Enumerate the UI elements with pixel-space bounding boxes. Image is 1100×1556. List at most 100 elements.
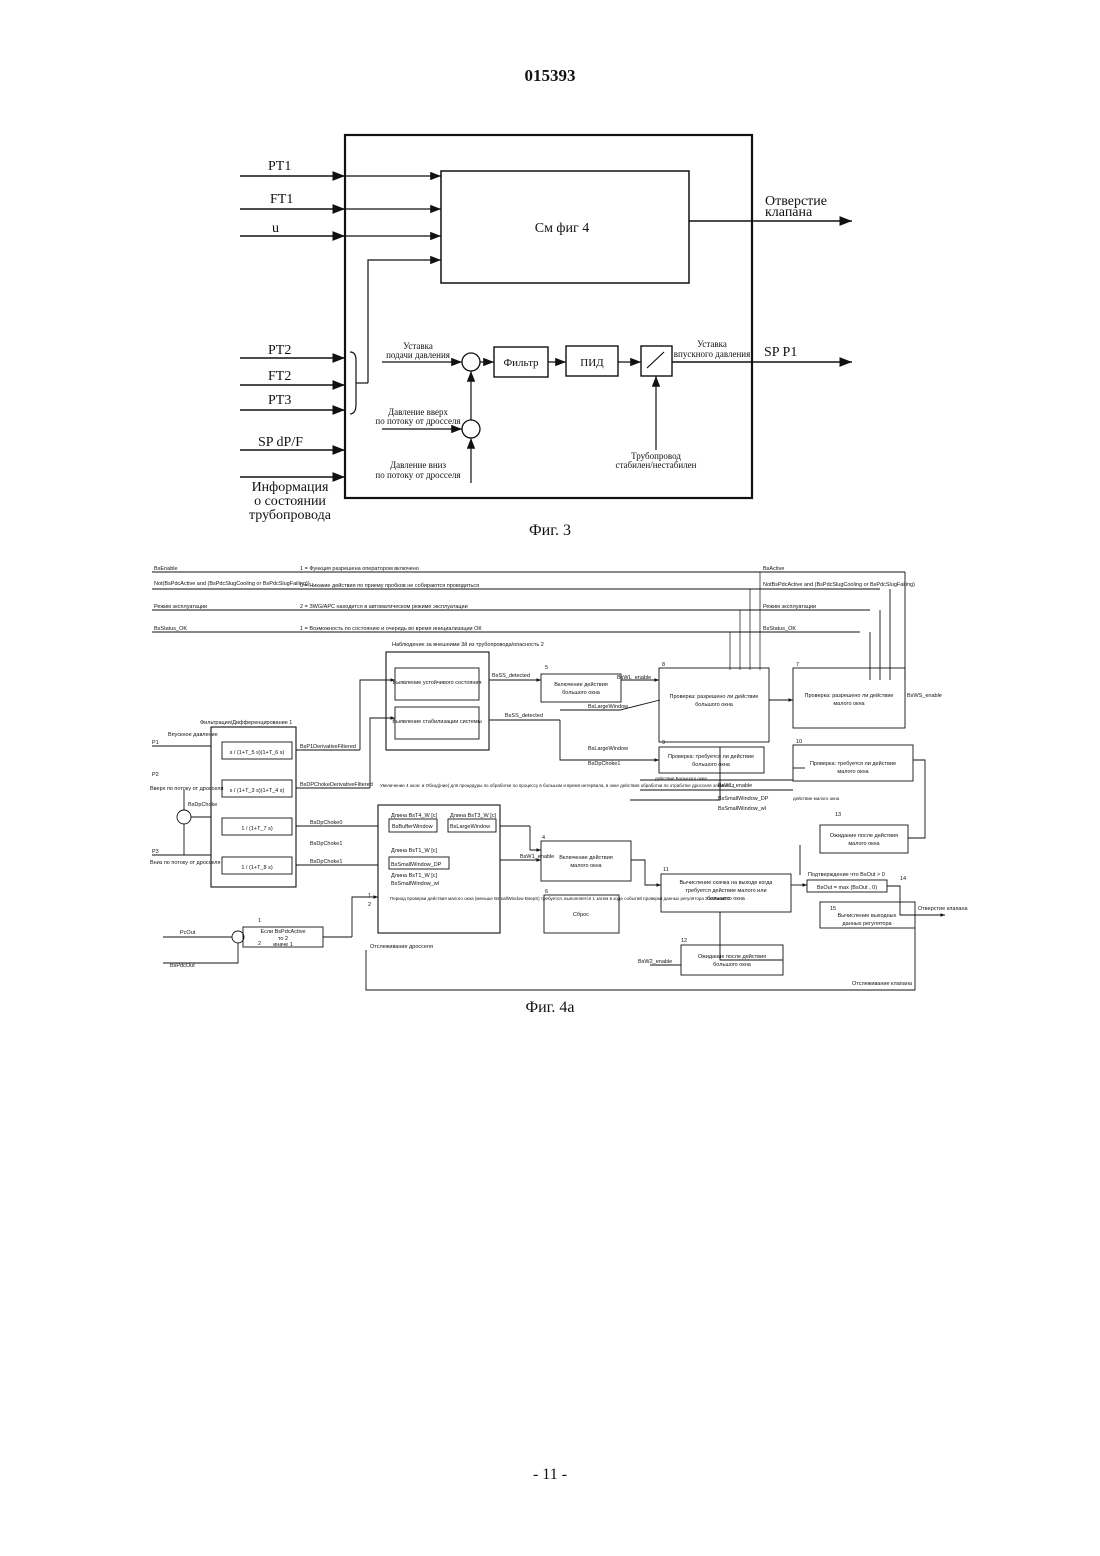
- b7-num: 7: [796, 662, 799, 668]
- sig-status: BsStatus_OK: [154, 626, 187, 632]
- in-pcout: PcOut: [180, 930, 196, 936]
- sig-pdcactive-desc: 0 = Никакие действия по приему пробков н…: [300, 582, 479, 589]
- sig-pdcactive: Not(BsPdcActive and (BsPdcSlugCooling or…: [154, 581, 310, 587]
- switch-port-2a: 2: [258, 941, 261, 947]
- b11-line3: большого окна: [707, 896, 746, 902]
- pid-block: ПИД: [580, 357, 604, 369]
- input-pt3: PT3: [268, 393, 291, 408]
- b13-num: 13: [835, 812, 841, 818]
- sig-status-desc: 1 = Возможность по состоянию и очередь в…: [300, 626, 482, 632]
- fig3-caption: Фиг. 3: [0, 522, 1100, 540]
- sig-ss2: BsSS_detected: [505, 713, 543, 719]
- input-pt1: PT1: [268, 159, 291, 174]
- b8-line1: Проверка: разрешено ли действие: [670, 693, 759, 700]
- pipeline-info-3: трубопровода: [249, 508, 332, 523]
- figure-4a-wiring: [152, 572, 945, 990]
- sig-mode: Режим эксплуатации: [154, 604, 207, 610]
- b11-line1: Вычисление скачка на выходе когда: [680, 880, 774, 886]
- switch-port-2b: 2: [368, 902, 371, 908]
- sig-dpchoke0: BsDpChoke0: [310, 820, 342, 826]
- sig-w2-enable: BsW2_enable: [638, 959, 672, 965]
- setpoint-label-2: подачи давления: [386, 350, 450, 360]
- win-small-wl: BsSmallWindow_wl: [391, 881, 439, 887]
- tf-1: s / (1+T_5 s)(1+T_6 s): [230, 750, 285, 756]
- input-ft2: FT2: [268, 369, 291, 384]
- fig4a-caption: Фиг. 4а: [0, 999, 1100, 1017]
- b13-line2: малого окна: [848, 841, 880, 847]
- b11-line2: требуется действие малого или: [685, 887, 766, 894]
- page-number: - 11 -: [0, 1466, 1100, 1484]
- win-t3: Длина BsT3_W [c]: [450, 813, 497, 819]
- pipeline-info-2: о состоянии: [254, 494, 326, 509]
- window-title: Увеличение 4 окон: и Обход(ние) для проц…: [380, 782, 735, 788]
- monitor-title: Наблюдение за внешними 3й из трубопровод…: [392, 641, 544, 648]
- b7-line2: малого окна: [833, 701, 865, 707]
- b5-line2: большого окна: [562, 690, 601, 696]
- b9-num: 9: [662, 740, 665, 746]
- switch-line3: иначе 1: [273, 942, 293, 948]
- b12-line1: Ожидание после действия: [698, 953, 766, 960]
- b10-num: 10: [796, 739, 802, 745]
- sig-p1-deriv: BsP1DerivativeFiltered: [300, 744, 356, 750]
- win-small-dp: BsSmallWindow_DP: [391, 862, 442, 868]
- out-valve-track: Отслеживание клапана: [852, 981, 913, 987]
- fig3-text: PT1 FT1 u PT2 FT2 PT3 SP dP/F Информация…: [249, 159, 827, 523]
- output-setpoint-2: впускного давления: [674, 349, 750, 359]
- b13-line1: Ожидание после действия: [830, 832, 898, 839]
- win-t4: Длина BsT4_W [c]: [391, 813, 438, 819]
- downstream-pressure-2: по потоку от дросселя: [375, 470, 460, 480]
- tf-4: 1 / (1+T_8 s): [241, 865, 273, 871]
- switch-line1: Если BsPdcActive: [260, 929, 305, 935]
- sig-right-mode: Режим эксплуатации: [763, 604, 816, 610]
- sig-small-action: действие малого окна: [793, 795, 840, 801]
- monitor-steady: Выявление устойчивого состояния: [393, 679, 482, 686]
- sig-big-action: действие Большого окна: [655, 775, 707, 781]
- b15-num: 15: [830, 906, 836, 912]
- b5-line1: Включение действия: [554, 681, 608, 688]
- b12-num: 12: [681, 938, 687, 944]
- win-buffer: BsBufferWindow: [392, 824, 433, 830]
- in-dpchoke: BsDpChoke: [188, 802, 217, 808]
- win-t1: Длина BsT1_W [c]: [391, 848, 438, 854]
- sig-dpchoke1a: BsDpChoke1: [310, 841, 342, 847]
- sig-small-dp: BsSmallWindow_DP: [718, 796, 769, 802]
- win-t1b: Длина BsT1_W [c]: [391, 873, 438, 879]
- b11-num: 11: [663, 867, 669, 873]
- sig-mode-desc: 2 = ЗWG/APC находится в автоматическом р…: [300, 604, 468, 610]
- out-valve: Отверстие клапана: [918, 906, 969, 912]
- monitor-stabilization: Выявление стабилизации системы: [392, 719, 481, 725]
- switch-port-1b: 1: [368, 893, 371, 899]
- b14-check: Подтверждение что BsOut > 0: [808, 872, 885, 878]
- b7-line1: Проверка: разрешено ли действие: [805, 692, 894, 699]
- b15-line1: Вычисление выходных: [838, 913, 897, 919]
- in-p3-desc: Вниз по потоку от дросселя: [150, 860, 220, 866]
- input-u: u: [272, 221, 279, 236]
- sig-wl-enable: BsWL_enable: [617, 675, 651, 681]
- input-ft1: FT1: [270, 192, 293, 207]
- b4-line2: малого окна: [570, 863, 602, 869]
- sig-bsenable: BsEnable: [154, 566, 178, 572]
- win-large: BsLargeWindow: [450, 824, 490, 830]
- sig-right-pdc: NotBsPdcActive and (BsPdcSlugCooling or …: [763, 582, 915, 588]
- sig-large2: BsLargeWindow: [588, 746, 628, 752]
- b8-num: 8: [662, 662, 665, 668]
- fig3-main-box: [345, 135, 752, 498]
- valve-opening-2: клапана: [765, 205, 813, 220]
- b9-line2: большого окна: [692, 762, 731, 768]
- sig-bsenable-desc: 1 = Функция разрешена оператором включен…: [300, 566, 419, 572]
- in-p2: P2: [152, 772, 159, 778]
- b9-line1: Проверка: требуется ли действие: [668, 753, 754, 760]
- output-setpoint-1: Уставка: [697, 339, 727, 349]
- sig-wl-enable2: BsWL_enable: [718, 783, 752, 789]
- sig-right-status: BsStatus_OK: [763, 626, 796, 632]
- tf-3: 1 / (1+T_7 s): [241, 826, 273, 832]
- in-p1-desc: Впускное давление: [168, 732, 218, 738]
- in-p1: P1: [152, 740, 159, 746]
- in-p2-desc: Вверх по потоку от дросселя: [150, 786, 224, 792]
- tf-2: s / (1+T_3 s)(1+T_4 s): [230, 788, 285, 794]
- sig-ss1: BsSS_detected: [492, 673, 530, 679]
- b8-line2: большого окна: [695, 702, 734, 708]
- ref-block-label: См фиг 4: [535, 221, 590, 236]
- b4-num: 4: [542, 835, 545, 841]
